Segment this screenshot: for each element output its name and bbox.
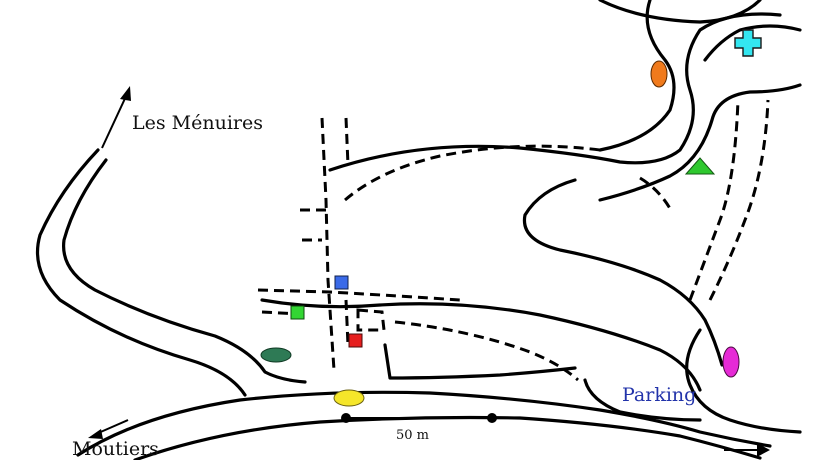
roads: [35, 0, 802, 460]
scale-bar-label: 50 m: [396, 428, 430, 443]
direction-arrows: [88, 86, 770, 457]
footpath-north-south: [320, 117, 336, 371]
arrow-moutiers-head: [88, 429, 103, 439]
footpath-town-row-3: [356, 308, 386, 332]
green-square-marker[interactable]: [290, 305, 305, 320]
east-road-edge-a: [328, 12, 782, 172]
green-triangle-marker[interactable]: [684, 157, 716, 175]
footpath-diagonal: [344, 144, 601, 202]
parking-loop-inner: [583, 378, 702, 422]
scale-bar-start-dot: [341, 413, 351, 423]
footpath-north-stub: [344, 117, 350, 166]
footpath-east-ridge: [688, 99, 740, 301]
label-les-menuires: Les Ménuires: [132, 112, 263, 134]
footpath-town-curve: [394, 320, 579, 382]
north-road-edge: [598, 0, 762, 24]
footpath-town-row-1: [257, 288, 461, 302]
orange-oval-marker[interactable]: [650, 60, 668, 88]
inner-loop-edge: [260, 298, 702, 392]
footpath-town-row-2: [261, 310, 301, 316]
dark-green-oval-marker[interactable]: [260, 347, 292, 363]
arrow-east-head: [757, 443, 770, 457]
arrow-les-menuires-icon: [101, 91, 129, 149]
label-moutiers: Moutiers: [72, 438, 159, 460]
footpaths: [257, 99, 770, 382]
red-square-marker[interactable]: [348, 333, 363, 348]
scale-bar: [341, 413, 497, 423]
east-road-edge-d: [598, 0, 676, 152]
label-parking: Parking: [622, 384, 697, 406]
scale-bar-end-dot: [487, 413, 497, 423]
footpath-east-ridge-2: [708, 99, 770, 301]
inner-block-edge: [383, 343, 577, 380]
north-road-edge-2: [703, 24, 802, 62]
yellow-oval-marker[interactable]: [333, 389, 365, 407]
main-road-upper-edge: [76, 390, 772, 457]
footpath-town-drop: [344, 299, 350, 346]
west-road-outer-edge: [35, 148, 247, 397]
arrow-les-menuires-head: [120, 86, 131, 101]
parking-loop-edge: [685, 328, 802, 434]
pharmacy-cross-icon[interactable]: [734, 29, 762, 57]
markers: [260, 29, 762, 407]
west-road-inner-edge: [61, 158, 307, 384]
east-road-edge-b: [522, 178, 724, 367]
east-road-edge-c: [598, 83, 802, 202]
blue-square-marker[interactable]: [334, 275, 349, 290]
footpath-east-connector: [639, 176, 674, 213]
magenta-oval-marker[interactable]: [722, 346, 740, 378]
